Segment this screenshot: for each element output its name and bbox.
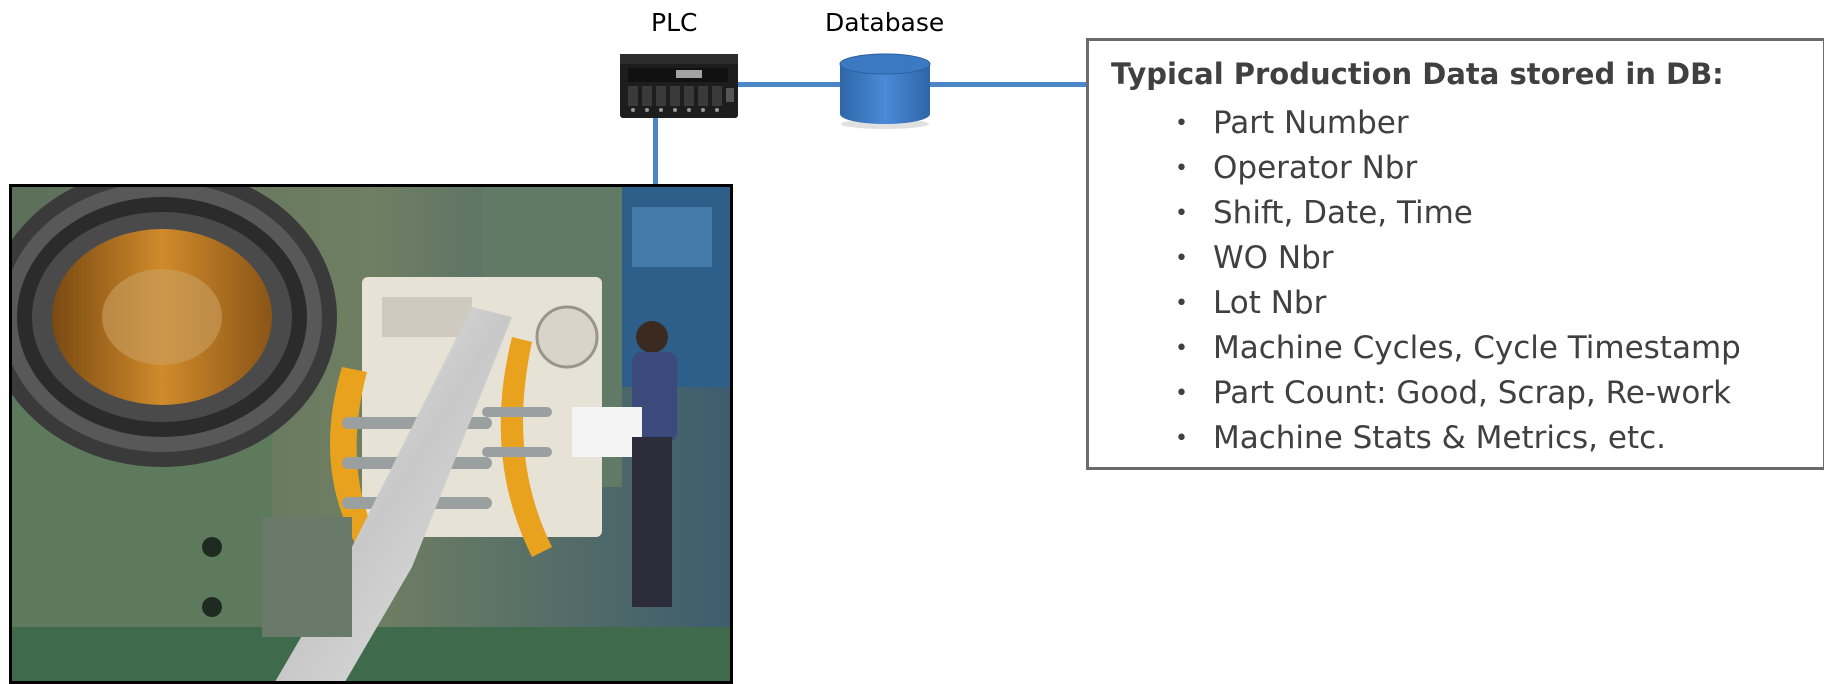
- bullet-icon: •: [1175, 381, 1188, 406]
- database-label: Database: [825, 8, 945, 37]
- plc-icon: [618, 50, 740, 122]
- bullet-icon: •: [1175, 201, 1188, 226]
- connector-plc-machine: [653, 118, 658, 188]
- plc-label: PLC: [651, 8, 698, 37]
- bullet-icon: •: [1175, 291, 1188, 316]
- machine-photo: [9, 184, 733, 684]
- list-item-label: Lot Nbr: [1213, 285, 1327, 321]
- list-item-label: Part Number: [1213, 105, 1409, 141]
- connector-plc-database: [738, 82, 840, 87]
- list-item-label: Machine Stats & Metrics, etc.: [1213, 420, 1666, 456]
- production-data-box: Typical Production Data stored in DB: • P…: [1086, 38, 1824, 470]
- list-item-label: Machine Cycles, Cycle Timestamp: [1213, 330, 1741, 366]
- connector-database-infobox: [930, 82, 1086, 87]
- info-box-title: Typical Production Data stored in DB:: [1111, 57, 1724, 91]
- bullet-icon: •: [1175, 336, 1188, 361]
- bullet-icon: •: [1175, 246, 1188, 271]
- database-cylinder-icon: [838, 50, 932, 130]
- list-item-label: Part Count: Good, Scrap, Re-work: [1213, 375, 1732, 411]
- list-item-label: Operator Nbr: [1213, 150, 1418, 186]
- bullet-icon: •: [1175, 156, 1188, 181]
- list-item-label: WO Nbr: [1213, 240, 1334, 276]
- bullet-icon: •: [1175, 111, 1188, 136]
- bullet-icon: •: [1175, 426, 1188, 451]
- list-item-label: Shift, Date, Time: [1213, 195, 1473, 231]
